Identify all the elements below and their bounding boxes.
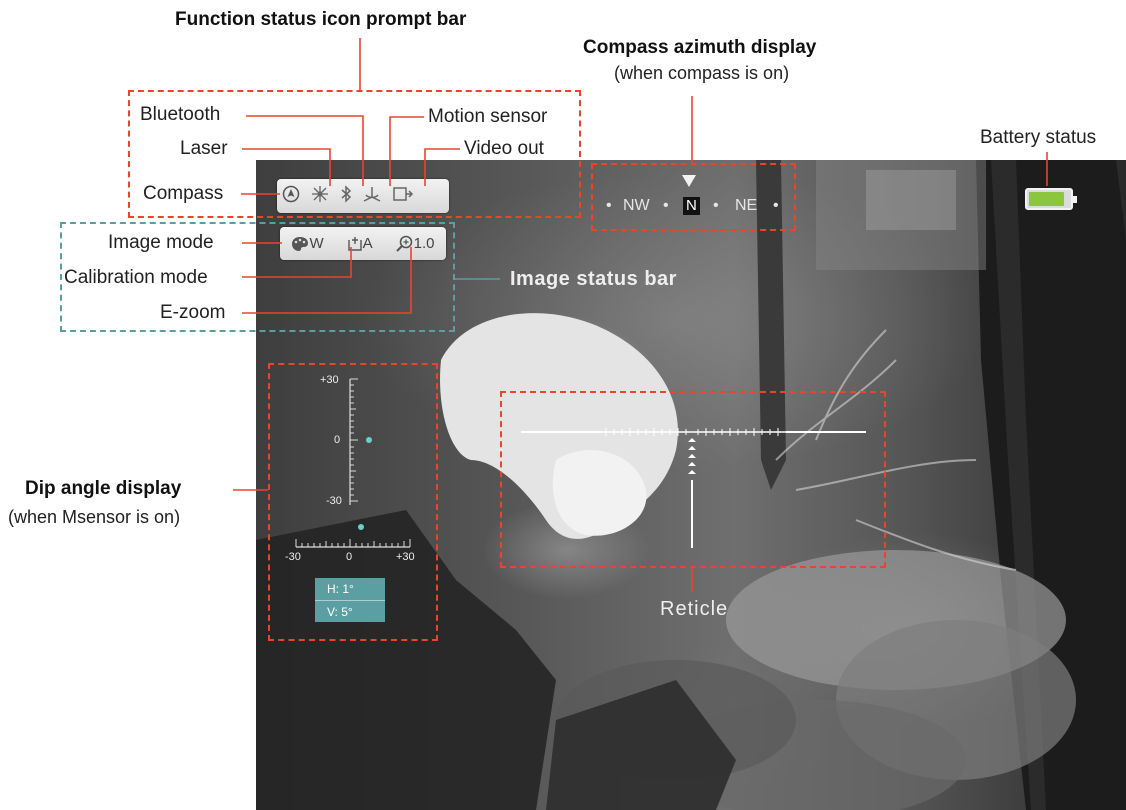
video-out-icon <box>392 185 414 208</box>
h-scale-right: +30 <box>396 551 415 563</box>
calibration-mode-label: Calibration mode <box>64 267 208 288</box>
battery-icon <box>1025 188 1077 210</box>
reticle-label: Reticle <box>660 598 729 620</box>
h-readout: H: 1° <box>327 582 354 596</box>
image-bar-title: Image status bar <box>510 268 677 290</box>
reticle <box>521 428 866 548</box>
motion-sensor-icon <box>362 185 382 208</box>
ezoom-value: 1.0 <box>413 235 435 252</box>
image-bar-frame <box>60 222 455 332</box>
compass-dot: • <box>663 197 669 214</box>
laser-label: Laser <box>180 138 228 159</box>
image-status-bar: W A 1.0 <box>280 227 446 260</box>
h-indicator-dot <box>358 524 364 530</box>
compass-label: Compass <box>143 183 224 204</box>
v-scale-bottom: -30 <box>326 495 342 507</box>
compass-icon <box>282 185 300 208</box>
ezoom-label: E-zoom <box>160 302 226 323</box>
compass-frame <box>591 163 796 231</box>
compass-pointer-icon <box>682 175 696 187</box>
calibration-mode-indicator: A <box>347 235 373 252</box>
motion-sensor-label: Motion sensor <box>428 106 548 127</box>
image-mode-value: W <box>309 235 324 252</box>
reticle-frame <box>500 391 886 568</box>
h-scale-mid: 0 <box>346 551 353 563</box>
compass-dot: • <box>713 197 719 214</box>
bluetooth-icon <box>340 184 352 208</box>
calibration-mode-value: A <box>362 235 373 252</box>
dip-angle-scales <box>295 378 411 548</box>
function-bar-frame <box>128 90 581 218</box>
hv-readout: H: 1° V: 5° <box>315 578 385 622</box>
v-scale-mid: 0 <box>334 434 341 446</box>
palette-icon <box>292 236 309 251</box>
h-scale-left: -30 <box>285 551 301 563</box>
battery-fill <box>1029 192 1065 206</box>
compass-dot: • <box>773 197 779 214</box>
battery-tip <box>1073 196 1077 203</box>
video-out-label: Video out <box>464 138 544 159</box>
dip-angle-subtitle: (when Msensor is on) <box>8 507 181 527</box>
image-mode-label: Image mode <box>108 232 214 253</box>
v-indicator-dot <box>366 437 372 443</box>
v-readout: V: 5° <box>315 600 385 623</box>
reticle-ticks <box>605 428 779 436</box>
compass-title: Compass azimuth display <box>583 37 817 58</box>
compass-left: NW <box>623 197 650 214</box>
reticle-chevrons <box>688 438 696 474</box>
compass-center: N <box>683 197 700 215</box>
calibration-icon <box>347 236 362 251</box>
function-bar-title: Function status icon prompt bar <box>175 9 467 30</box>
dip-angle-title: Dip angle display <box>25 478 182 499</box>
zoom-icon <box>395 235 412 252</box>
battery-label: Battery status <box>980 127 1097 148</box>
v-scale-top: +30 <box>320 374 339 386</box>
ezoom-indicator: 1.0 <box>395 235 435 253</box>
compass-subtitle: (when compass is on) <box>614 63 790 83</box>
bluetooth-label: Bluetooth <box>140 104 221 125</box>
scene-art <box>256 160 1126 810</box>
compass-right: NE <box>735 197 758 214</box>
function-status-bar <box>277 179 449 213</box>
dip-angle-frame <box>268 363 438 641</box>
laser-icon <box>310 185 330 208</box>
image-mode-indicator: W <box>291 235 324 252</box>
thermal-scene <box>256 160 1126 810</box>
compass-dot: • <box>606 197 612 214</box>
